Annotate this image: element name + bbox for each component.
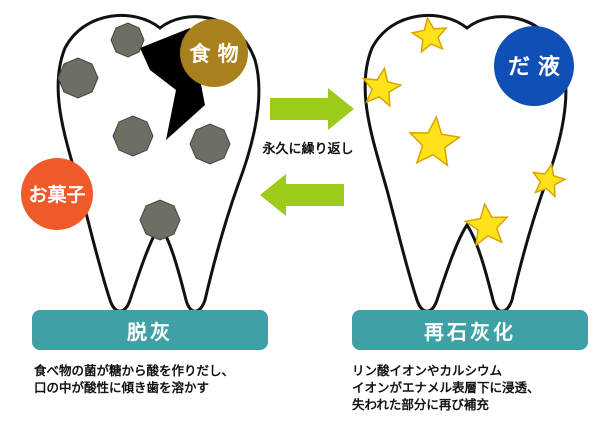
food-badge <box>180 19 248 87</box>
stars-group <box>361 16 567 247</box>
remineralization-description-line-1: リン酸イオンやカルシウム <box>352 363 503 378</box>
arrow-right <box>270 88 354 130</box>
star-3 <box>408 115 462 167</box>
saliva-badge <box>494 26 574 106</box>
star-4 <box>531 162 567 199</box>
remineralization-description: リン酸イオンやカルシウム イオンがエナメル表層下に浸透、 失われた部分に再び補充 <box>352 362 540 413</box>
star-2 <box>361 66 403 108</box>
remineralization-description-line-2: イオンがエナメル表層下に浸透、 <box>352 380 540 395</box>
bacteria-5 <box>139 199 181 241</box>
sweets-badge-label: お菓子 <box>28 183 85 206</box>
left-tooth <box>56 13 261 313</box>
food-badge-label: 食 物 <box>189 42 238 66</box>
remineralization-description-line-3: 失われた部分に再び補充 <box>352 397 489 412</box>
cycle-label: 永久に繰り返し <box>261 141 353 157</box>
decay-description: 食べ物の菌が糖から酸を作りだし、 口の中が酸性に傾き歯を溶かす <box>34 362 234 396</box>
bacteria-2 <box>57 57 99 99</box>
remineralization-banner: 再石灰化 <box>352 310 588 350</box>
sweets-badge <box>21 158 93 230</box>
star-1 <box>410 16 448 54</box>
bacteria-3 <box>112 115 154 157</box>
star-5 <box>463 202 509 247</box>
decay-description-line-1: 食べ物の菌が糖から酸を作りだし、 <box>34 363 235 378</box>
bacteria-1 <box>110 22 145 58</box>
decay-banner: 脱灰 <box>32 310 268 350</box>
bacteria-4 <box>189 123 231 165</box>
saliva-badge-label: だ 液 <box>508 54 560 80</box>
decay-description-line-2: 口の中が酸性に傾き歯を溶かす <box>34 380 210 395</box>
arrow-left <box>260 174 344 216</box>
